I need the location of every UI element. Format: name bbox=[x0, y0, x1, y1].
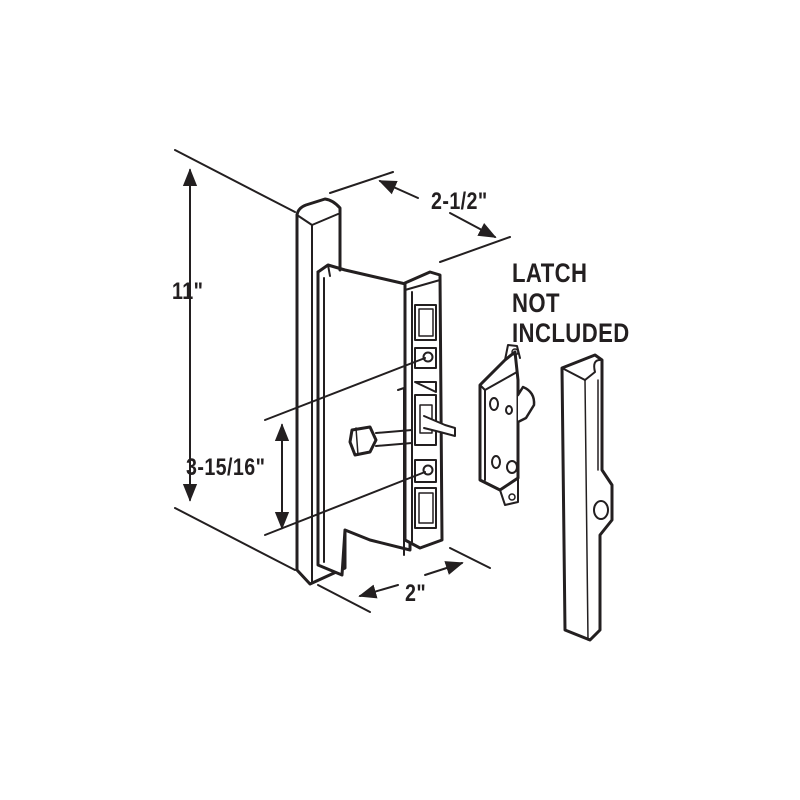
note-line-2: NOT bbox=[512, 288, 560, 318]
hole-spacing-dimension bbox=[264, 357, 426, 536]
keeper bbox=[560, 353, 614, 642]
height-dimension bbox=[174, 149, 296, 571]
inside-handle bbox=[316, 263, 456, 577]
note-line-3: INCLUDED bbox=[512, 318, 630, 348]
note-line-1: LATCH bbox=[512, 258, 588, 288]
height-label: 11" bbox=[172, 278, 204, 305]
latch-not-included-note: LATCH NOT INCLUDED bbox=[512, 258, 630, 348]
hole-spacing-label: 3-15/16" bbox=[186, 454, 266, 481]
depth-dimension bbox=[329, 171, 511, 263]
depth-label: 2-1/2" bbox=[431, 188, 488, 215]
width-dimension bbox=[317, 547, 491, 613]
latch bbox=[478, 344, 536, 506]
width-label: 2" bbox=[405, 580, 427, 607]
